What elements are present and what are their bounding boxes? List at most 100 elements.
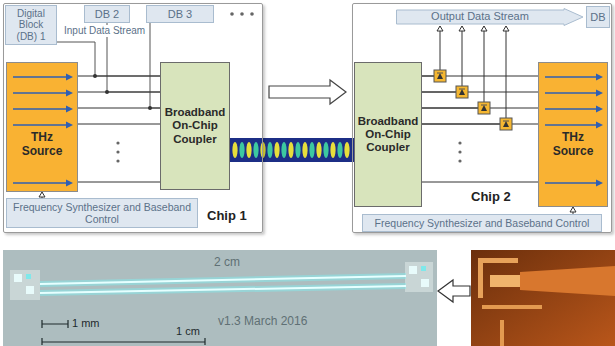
mark-square: [421, 279, 429, 287]
dot: [458, 150, 461, 153]
node-text: Broadband On-Chip Coupler: [163, 106, 227, 146]
dimension-label: 2 cm: [214, 256, 240, 270]
scale-label: 1 mm: [72, 317, 100, 330]
wire: [422, 182, 538, 183]
arrow-head: [481, 26, 487, 31]
scale-bar: [42, 320, 68, 328]
wire: [422, 26, 506, 124]
mark-square: [421, 266, 426, 271]
scale-label: 1 cm: [176, 325, 200, 338]
node-text: THz Source: [17, 131, 67, 159]
waveguide-line: [40, 286, 406, 293]
diode-symbol: [503, 121, 509, 127]
dot: [230, 12, 234, 16]
diode-bar: [459, 89, 465, 90]
arrow-head: [437, 26, 443, 31]
metal-trace: [482, 305, 542, 309]
dot: [250, 12, 254, 16]
switch-node: [93, 74, 152, 110]
metal-trace: [478, 258, 518, 263]
signal-arrow: [545, 108, 597, 110]
wire: [78, 108, 160, 109]
stream-label: Input Data Stream: [62, 25, 147, 37]
photo-ground: [3, 250, 437, 346]
waveguide-glow: [40, 276, 406, 284]
arrow-head: [596, 122, 603, 129]
diode-bar: [481, 105, 487, 106]
photo-ground: [471, 250, 615, 346]
detector-box: [478, 102, 490, 114]
connector: [78, 76, 160, 182]
wire: [422, 26, 462, 92]
synthesizer-box: Frequency Synthesizer and Baseband Contr…: [362, 214, 602, 232]
field-pattern: [232, 142, 237, 158]
node-text: Frequency Synthesizer and Baseband Contr…: [11, 201, 193, 225]
chip-box: Chip 1 Digital Block (DB) 1 DB 2 DB 3 THz So…: [3, 3, 263, 233]
wire: [150, 23, 160, 108]
arrow-outline: [397, 9, 584, 26]
arrow-head: [503, 26, 509, 31]
waveguide-glow: [40, 286, 406, 293]
diode-bar: [437, 73, 443, 74]
connector: [570, 207, 576, 214]
field-pattern: [288, 142, 293, 158]
arrow-head: [66, 74, 73, 81]
arrow-head: [66, 90, 73, 97]
field-pattern: [253, 142, 258, 158]
signal-arrow: [545, 92, 597, 94]
signal-arrow: [13, 182, 67, 184]
dot: [240, 12, 244, 16]
connector: [150, 23, 160, 108]
connector: [269, 80, 346, 104]
signal-arrow: [13, 108, 67, 110]
diode-symbol: [459, 89, 465, 95]
signal-arrow: [13, 76, 67, 78]
mark-square: [26, 274, 31, 279]
field-pattern: [309, 142, 314, 158]
digital-block: DB 3: [146, 5, 214, 23]
field-pattern: [239, 142, 244, 158]
pointer-arrow: [438, 280, 470, 302]
node-text: Output Data Stream: [400, 10, 560, 23]
detector-symbols: [434, 70, 512, 130]
mark-square: [409, 266, 417, 274]
detector-box: [434, 70, 446, 82]
arrow-head: [570, 207, 576, 212]
field-pattern: [260, 142, 265, 158]
chip-label: Chip 2: [471, 190, 511, 205]
metal-trace: [478, 258, 483, 298]
wire: [78, 76, 160, 77]
field-pattern: [274, 142, 279, 158]
metal-trace: [500, 320, 504, 346]
waveguide: [230, 138, 354, 162]
node-text: DB 2: [87, 8, 127, 21]
mark-square: [14, 274, 22, 282]
chip-photo: [471, 250, 615, 346]
dot: [458, 159, 461, 162]
scale-bar: [42, 338, 205, 345]
mark-square: [26, 286, 34, 294]
source-arrows: [7, 63, 79, 191]
diode-bar: [503, 121, 509, 122]
dot: [116, 150, 119, 153]
arrow-head: [66, 180, 73, 187]
signal-arrow: [545, 124, 597, 126]
chip-label: Chip 1: [207, 209, 247, 224]
signal-arrow: [545, 76, 597, 78]
synthesizer-box: Frequency Synthesizer and Baseband Contr…: [6, 198, 198, 228]
thz-source: THz Source: [538, 62, 608, 207]
digital-block: DB 2: [84, 5, 130, 23]
block-arrow: [269, 80, 346, 104]
signal-arrow: [545, 182, 597, 184]
field-pattern: [316, 142, 321, 158]
arrow-head: [66, 122, 73, 129]
detector-box: [456, 86, 468, 98]
diode-symbol: [481, 105, 487, 111]
connector: [230, 138, 354, 162]
field-pattern: [267, 142, 272, 158]
arrow-head: [596, 106, 603, 113]
digital-block: Digital Block (DB) 1: [5, 5, 57, 45]
dot: [116, 141, 119, 144]
